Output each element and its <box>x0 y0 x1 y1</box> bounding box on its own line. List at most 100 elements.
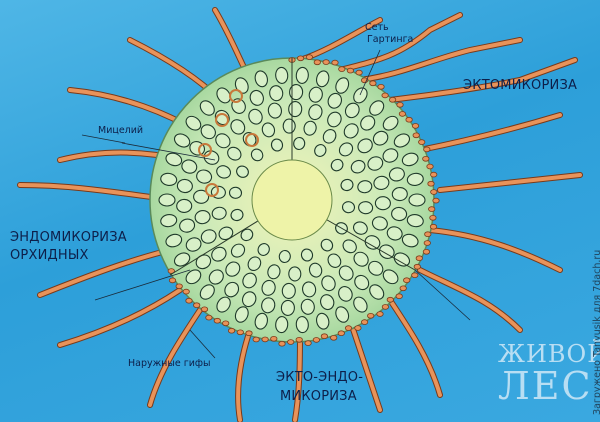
mantle-hypha-dot <box>399 285 407 292</box>
cortex-cell <box>270 138 284 152</box>
cortex-cell <box>242 272 257 289</box>
cortex-cell <box>185 115 202 131</box>
cortex-cell <box>374 196 391 211</box>
watermark-les: ЛЕС <box>498 364 593 408</box>
mantle-hypha-dot <box>261 336 269 343</box>
ecto-endo-line2: МИКОРИЗА <box>280 389 357 404</box>
mantle-hypha-dot <box>429 223 438 230</box>
cortex-cell <box>368 260 384 276</box>
cortex-cell <box>185 237 202 252</box>
cortex-cell <box>261 297 276 314</box>
mantle-hypha-dot <box>313 59 321 66</box>
mycelium-label: Мицелий <box>98 125 144 136</box>
mantle-hypha-dot <box>185 297 193 304</box>
mantle-hypha-dot <box>304 340 312 346</box>
cortex-cell <box>401 233 419 248</box>
mantle-hypha-dot <box>376 311 384 317</box>
cortex-cell <box>241 291 257 308</box>
mantle-hypha-dot <box>412 132 420 139</box>
cortex-cell <box>228 186 243 199</box>
mantle-hypha-dot <box>388 97 397 103</box>
cortex-cell <box>295 316 309 334</box>
endomycorrhiza-line2: ОРХИДНЫХ <box>10 248 89 263</box>
cortex-cell <box>316 70 330 88</box>
mantle-hypha-dot <box>228 327 236 334</box>
cortex-cell <box>278 249 291 264</box>
mantle-hypha-dot <box>182 288 190 295</box>
cortex-cell <box>352 221 368 235</box>
mantle-hypha-dot <box>405 116 413 123</box>
mantle-hypha-dot <box>422 249 430 255</box>
mantle-hypha-dot <box>346 67 354 74</box>
hartig-net-label: Сеть Гартинга <box>365 22 413 46</box>
mantle-hypha-dot <box>427 180 435 187</box>
mantle-hypha-dot <box>322 59 330 65</box>
cortex-cell <box>300 298 315 315</box>
cortex-cell <box>338 142 354 157</box>
mantle-hypha-dot <box>312 337 320 343</box>
cortex-cell <box>393 252 411 267</box>
cortex-cell <box>181 159 198 174</box>
mantle-hypha-dot <box>355 69 363 76</box>
cortex-cell <box>406 172 424 187</box>
mantle-hypha-dot <box>245 330 253 337</box>
cortex-cell <box>364 235 381 250</box>
external-hyphae-label: Наружные гифы <box>128 358 211 369</box>
cortex-cell <box>357 138 373 154</box>
cortex-cell <box>211 246 227 262</box>
cortex-cell <box>230 208 244 222</box>
mantle-hypha-dot <box>222 320 230 327</box>
cortex-cell <box>342 239 357 254</box>
cortex-cell <box>254 312 268 330</box>
mantle-hypha-dot <box>205 314 213 321</box>
cortex-cell <box>160 172 178 187</box>
cortex-cell <box>320 294 335 311</box>
mantle-hypha-dot <box>415 255 423 262</box>
cortex-cell <box>303 120 317 136</box>
cortex-cell <box>261 279 276 296</box>
cortex-cell <box>401 152 419 167</box>
cortex-cell <box>185 269 202 285</box>
cortex-cell <box>158 193 176 207</box>
cortex-cell <box>293 136 306 151</box>
mantle-hypha-dot <box>330 334 338 341</box>
cortex-cell <box>340 178 354 192</box>
mantle-hypha-dot <box>320 333 328 340</box>
cortex-cell <box>353 87 368 104</box>
cortex-cell <box>338 265 354 281</box>
cortex-cell <box>173 133 191 148</box>
cortex-cell <box>215 133 231 149</box>
cortex-cell <box>295 66 309 84</box>
cortex-cell <box>267 102 282 119</box>
cortex-cell <box>335 306 350 323</box>
mantle-hypha-dot <box>236 329 244 336</box>
mantle-hypha-dot <box>287 339 295 345</box>
mantle-hypha-dot <box>344 325 353 331</box>
cortex-cell <box>275 316 289 334</box>
mantle-hypha-dot <box>429 215 437 221</box>
cortex-cell <box>382 269 399 285</box>
cortex-cell <box>200 229 217 244</box>
cortex-cell <box>225 261 241 277</box>
cortex-cell <box>247 256 262 272</box>
cortex-cell <box>216 87 231 104</box>
hyphal-coil <box>229 89 243 103</box>
cortex-cell <box>391 187 408 202</box>
cortex-cell <box>369 100 385 116</box>
cortex-cell <box>344 102 360 119</box>
cortex-cell <box>249 89 264 106</box>
mantle-hypha-dot <box>367 312 375 319</box>
cortex-cell <box>308 104 323 121</box>
cortex-cell <box>373 175 390 190</box>
mantle-hypha-dot <box>424 231 432 238</box>
cortex-cell <box>367 156 384 171</box>
cortex-cell <box>353 296 368 313</box>
mantle-hypha-dot <box>418 139 426 145</box>
cortex-cell <box>281 282 296 299</box>
cortex-cell <box>269 85 284 102</box>
cortex-cell <box>216 165 232 179</box>
cortex-cell <box>234 306 249 323</box>
cortex-cell <box>360 115 376 131</box>
cortex-cell <box>179 218 196 233</box>
